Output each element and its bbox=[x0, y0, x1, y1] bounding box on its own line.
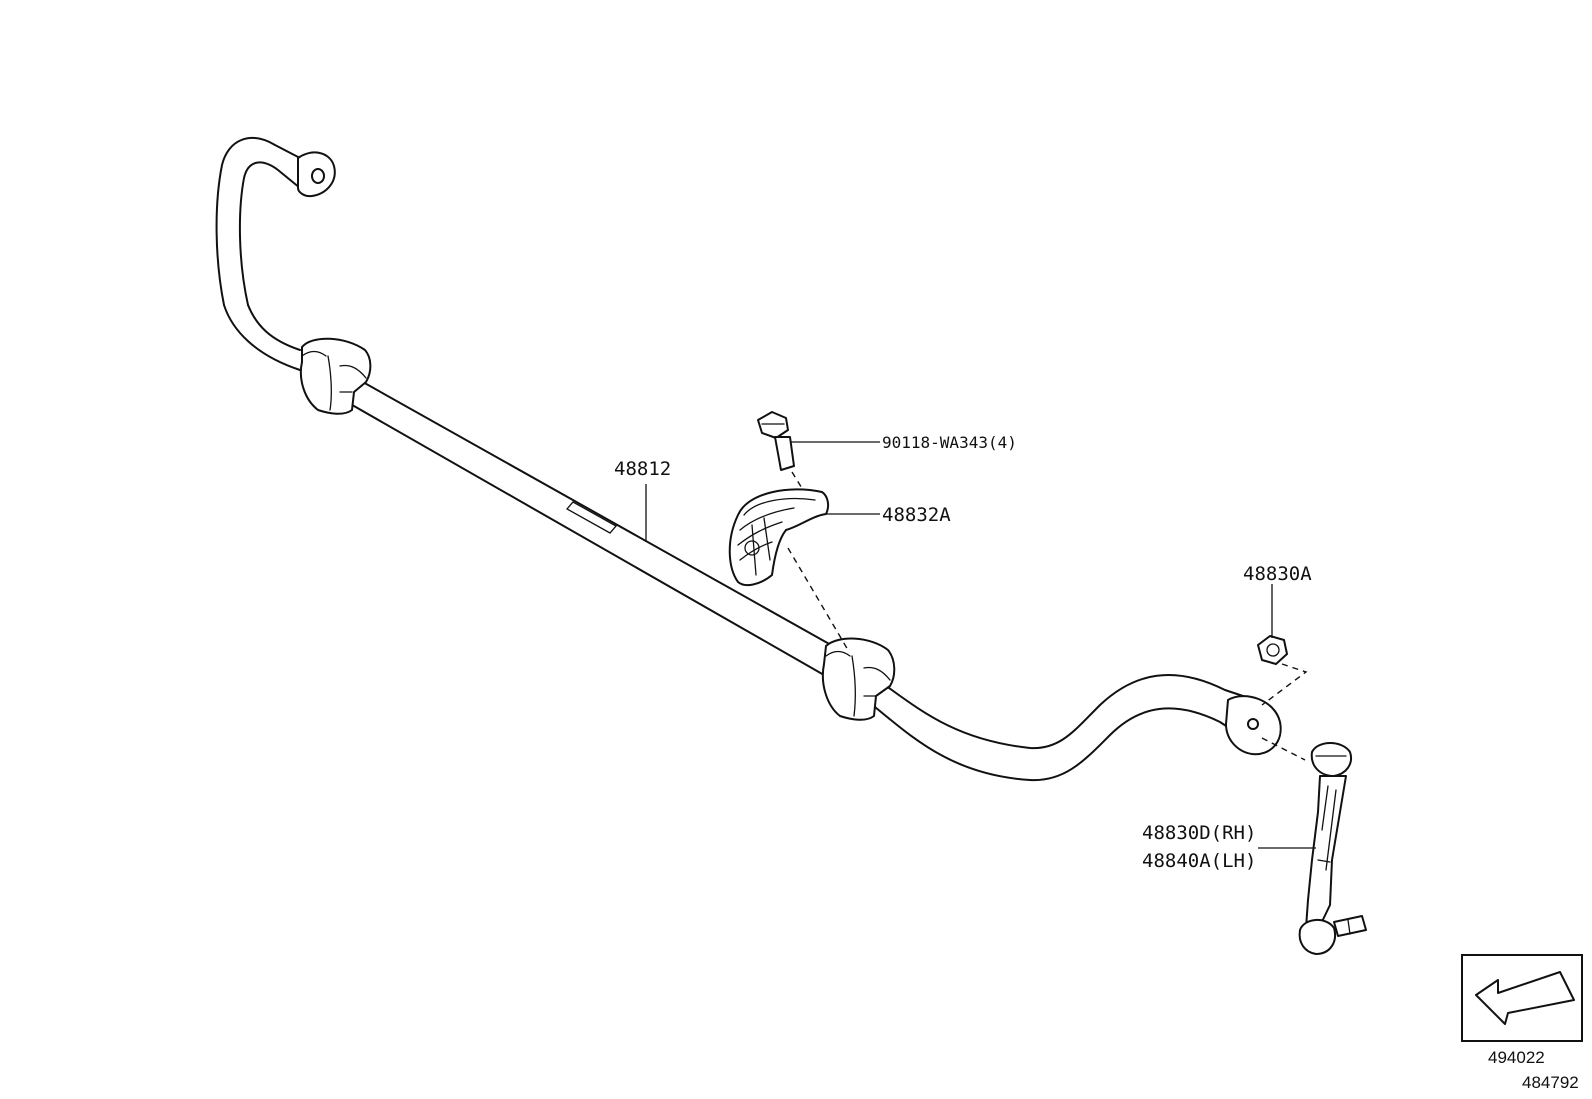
label-link-rh: 48830D(RH) bbox=[1142, 822, 1256, 844]
stabilizer-link[interactable] bbox=[1298, 742, 1367, 955]
right-bushing[interactable] bbox=[821, 637, 896, 721]
label-bracket: 48832A bbox=[882, 504, 951, 526]
bracket-dashed-line bbox=[787, 547, 849, 651]
orientation-code: 494022 bbox=[1488, 1048, 1545, 1067]
bolt[interactable] bbox=[757, 411, 795, 471]
link-dashed-line bbox=[1261, 737, 1306, 761]
illustration-code: 484792 bbox=[1522, 1073, 1579, 1092]
label-link-lh: 48840A(LH) bbox=[1142, 850, 1256, 872]
nut-dashed-line bbox=[1261, 663, 1308, 706]
stabilizer-bar[interactable] bbox=[215, 136, 1282, 782]
orientation-box bbox=[1461, 954, 1583, 1042]
left-bushing[interactable] bbox=[299, 337, 372, 415]
label-bolt: 90118-WA343(4) bbox=[882, 433, 1017, 452]
nut[interactable] bbox=[1257, 635, 1288, 665]
bracket[interactable] bbox=[728, 488, 830, 587]
label-stabilizer-bar: 48812 bbox=[614, 458, 671, 480]
front-arrow-icon bbox=[1475, 971, 1575, 1025]
label-nut: 48830A bbox=[1243, 563, 1312, 585]
